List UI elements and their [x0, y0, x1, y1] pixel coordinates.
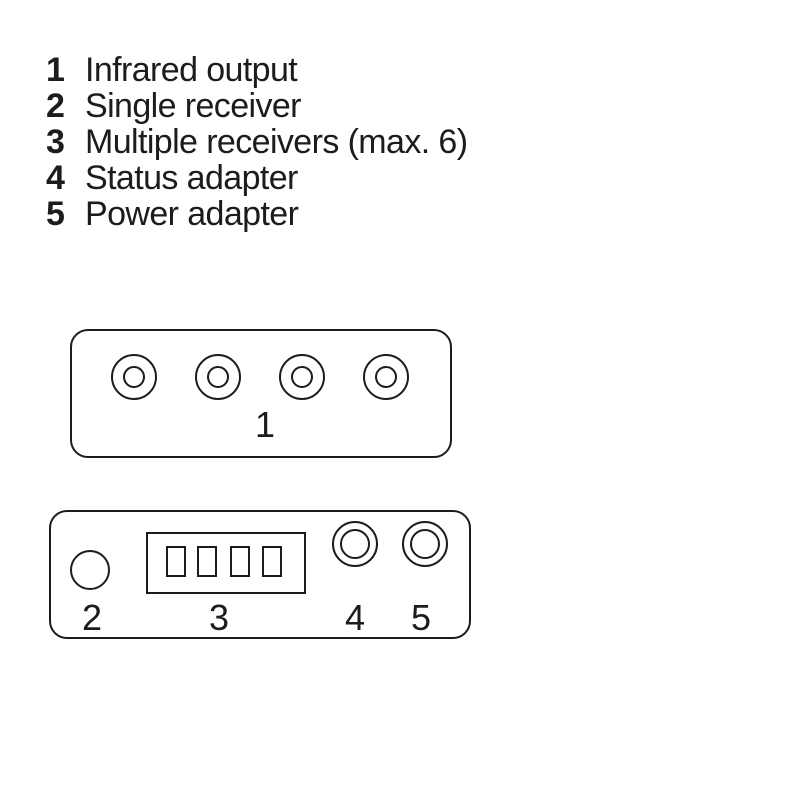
legend-label: Status adapter: [85, 159, 298, 197]
legend-item-power-adapter: 5 Power adapter: [46, 196, 467, 232]
legend-number: 4: [46, 159, 65, 197]
legend-item-multiple-receivers: 3 Multiple receivers (max. 6): [46, 123, 468, 161]
legend-item-status-adapter: 4 Status adapter: [46, 160, 467, 196]
infrared-port-1-icon: [111, 353, 157, 400]
infrared-output-panel: 1: [70, 329, 452, 458]
receiver-slot-2-icon: [197, 545, 217, 577]
legend-number: 3: [46, 123, 65, 161]
port-hole-icon: [410, 529, 440, 559]
panel-label-single-receiver: 2: [81, 597, 103, 638]
legend-label: Infrared output: [85, 51, 298, 89]
infrared-port-4-icon: [363, 353, 409, 400]
receiver-slot-1-icon: [165, 545, 186, 577]
port-hole-icon: [340, 529, 370, 559]
panel-label-power-adapter: 5: [410, 597, 432, 638]
legend-item-single-receiver: 2 Single receiver: [46, 88, 467, 124]
multiple-receivers-block-icon: [146, 532, 306, 594]
panel-label-infrared-output: 1: [254, 404, 276, 445]
single-receiver-port-icon: [69, 550, 110, 590]
legend-number: 5: [46, 195, 65, 233]
legend-label: Single receiver: [85, 87, 301, 125]
infrared-port-3-icon: [279, 353, 325, 400]
panel-label-status-adapter: 4: [344, 597, 366, 638]
port-hole-icon: [375, 365, 397, 388]
receiver-adapter-panel: 2 3 4 5: [49, 510, 471, 639]
infrared-port-2-icon: [195, 353, 241, 400]
legend: 1 Infrared output 2 Single receiver 3 Mu…: [46, 52, 468, 232]
port-hole-icon: [207, 365, 229, 388]
power-adapter-port-icon: [402, 521, 448, 567]
panel-label-multiple-receivers: 3: [208, 597, 230, 638]
status-adapter-port-icon: [332, 521, 378, 567]
legend-label: Power adapter: [85, 195, 299, 233]
port-hole-icon: [291, 365, 313, 388]
legend-item-infrared-output: 1 Infrared output: [46, 52, 467, 88]
port-hole-icon: [123, 365, 145, 388]
legend-label: Multiple receivers (max. 6): [85, 123, 468, 161]
legend-number: 2: [46, 87, 65, 125]
legend-number: 1: [46, 51, 65, 89]
receiver-slot-4-icon: [262, 545, 282, 577]
receiver-slot-3-icon: [229, 545, 250, 577]
